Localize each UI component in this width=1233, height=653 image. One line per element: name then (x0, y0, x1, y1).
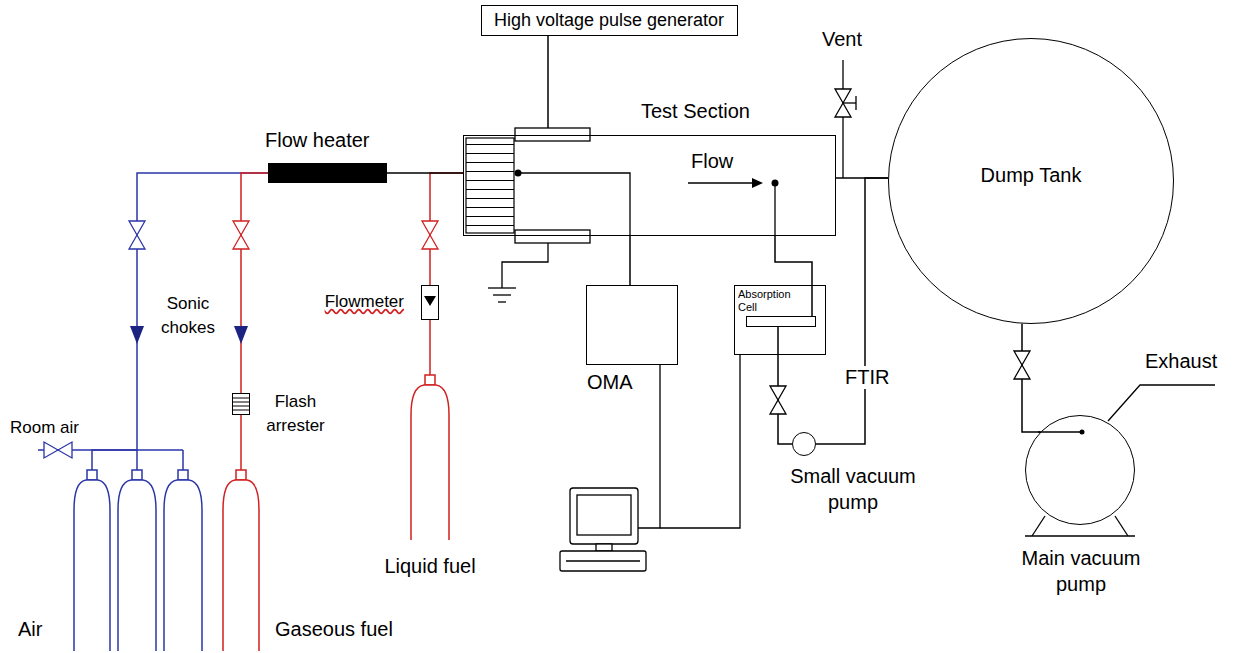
flow-label: Flow (691, 150, 733, 173)
liquid-fuel-cylinder: Liquid fuel (410, 375, 450, 540)
computer-icon (560, 488, 646, 571)
flow-heater: Flow heater (268, 163, 387, 183)
electrode-grid (466, 138, 514, 233)
ftir-box: FTIRAbsorption Cell (734, 285, 826, 355)
pipe-line (240, 415, 242, 470)
pipe-line (241, 173, 268, 393)
cylinder-shape (222, 470, 260, 651)
pipe-line (816, 178, 888, 444)
node-label: Small vacuum pump (778, 463, 928, 515)
pipe-line (775, 236, 812, 316)
node-label: Gaseous fuel (275, 618, 393, 641)
node-label: Main vacuum pump (1011, 545, 1151, 597)
main-vacuum-pump: Main vacuum pump (1025, 415, 1135, 525)
valve-symbols (44, 89, 1030, 458)
pipe-line (430, 173, 463, 285)
dump-tank: Dump Tank (888, 38, 1174, 324)
part-label: Exhaust (1145, 350, 1217, 373)
flow-arrow (688, 178, 763, 188)
node-label: Dump Tank (981, 164, 1082, 187)
gaseous-fuel-cylinder: Gaseous fuel (222, 470, 260, 651)
probe-dots (515, 170, 1085, 435)
generator-box: High voltage pulse generator (481, 5, 738, 36)
node-label: Absorption Cell (738, 288, 798, 314)
pipe-line (387, 172, 463, 174)
air-manifold (38, 450, 183, 472)
pipe-line (429, 320, 431, 375)
air-cylinder: Air (73, 470, 111, 651)
absorption-cell: Absorption Cell (746, 316, 816, 327)
pump-stand (1025, 516, 1135, 536)
probe-lines (518, 173, 1082, 432)
exhaust-line (1108, 385, 1215, 421)
pipe-line (629, 236, 631, 285)
part-label: Sonic chokes (148, 292, 228, 340)
part-label: Vent (822, 28, 862, 51)
small-vacuum-pump: Small vacuum pump (792, 432, 816, 456)
node-label: High voltage pulse generator (494, 10, 725, 31)
ground-symbol (488, 243, 548, 302)
cylinder-shape (73, 470, 111, 651)
electrode-plates (515, 128, 590, 243)
air-cylinders (118, 470, 202, 651)
node-label: Flowmeter (325, 292, 404, 312)
data-cables (638, 355, 740, 528)
vent-line (842, 60, 843, 178)
flowmeter: Flowmeter (421, 285, 439, 320)
arrester-stripes (233, 398, 250, 410)
pipe-line (92, 173, 268, 470)
node-label: Liquid fuel (360, 555, 500, 578)
node-label: Air (18, 618, 42, 641)
flowmeter-float (424, 296, 436, 306)
test-section: Test SectionFlow (463, 135, 836, 236)
node-label: OMA (587, 371, 633, 394)
cylinder-shape (410, 375, 450, 540)
node-label: Flow heater (265, 129, 370, 152)
node-label: Flash arrester (253, 390, 338, 438)
flash-arrester: Flash arrester (232, 393, 250, 415)
part-label: Room air (10, 418, 79, 438)
node-label: FTIR (843, 366, 891, 389)
node-label: Test Section (641, 100, 750, 123)
pipe-line (547, 36, 549, 135)
oma-box: OMA (586, 285, 678, 365)
